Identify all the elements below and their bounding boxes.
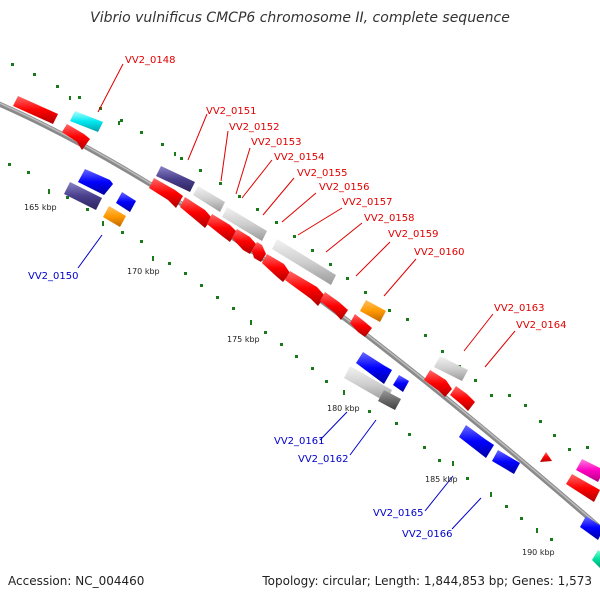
gene-label-VV2_0156[interactable]: VV2_0156 [319,182,370,193]
gene-VV2_0162-box[interactable] [378,390,401,410]
scale-label-185: 185 kbp [425,475,458,484]
gene-blue-box-1[interactable] [78,169,113,195]
forward-gene-labels: VV2_0148 VV2_0151 VV2_0152 VV2_0153 VV2_… [125,55,567,331]
chromosome-backbone [0,101,600,531]
gene-VV2_0156-box[interactable] [272,239,336,285]
forward-strand-features [13,96,600,502]
gene-VV2_0152-box[interactable] [193,186,225,212]
scale-labels: 165 kbp 170 kbp 175 kbp 180 kbp 185 kbp … [24,203,555,557]
gene-VV2_0163-box[interactable] [434,356,468,381]
gene-VV2_0164-arrow[interactable] [450,386,475,411]
gene-label-VV2_0160[interactable]: VV2_0160 [414,247,465,258]
gene-label-VV2_0157[interactable]: VV2_0157 [342,197,393,208]
gene-VV2_0157-arrow[interactable] [285,271,325,306]
inner-tick-track [8,163,553,541]
gene-blue-small-2[interactable] [393,375,409,392]
scale-label-170: 170 kbp [127,267,160,276]
scale-label-165: 165 kbp [24,203,57,212]
gene-blue-edge[interactable] [580,516,600,540]
gene-label-VV2_0150[interactable]: VV2_0150 [28,271,79,282]
gene-VV2_0153-box[interactable] [222,207,267,241]
gene-label-VV2_0165[interactable]: VV2_0165 [373,508,424,519]
accession-text: Accession: NC_004460 [8,574,145,588]
gene-VV2_0154-arrow[interactable] [232,229,256,254]
reverse-gene-labels: VV2_0150 VV2_0161 VV2_0162 VV2_0165 VV2_… [28,271,453,540]
map-title: Vibrio vulnificus CMCP6 chromosome II, c… [90,10,510,26]
forward-callout-lines [97,63,516,368]
gene-VV2_0165-arrow[interactable] [459,425,494,458]
gene-VV2_0161-blue[interactable] [356,352,392,384]
gene-VV2_0151-arrow[interactable] [149,178,183,208]
gene-label-VV2_0159[interactable]: VV2_0159 [388,229,439,240]
gene-VV2_0159-arrow[interactable] [350,314,372,337]
outer-tick-track [11,63,589,451]
gene-VV2_0158-arrow[interactable] [320,292,348,320]
gene-label-VV2_0153[interactable]: VV2_0153 [251,137,302,148]
gene-small-red-right[interactable] [540,452,552,462]
gene-label-VV2_0148[interactable]: VV2_0148 [125,55,176,66]
gene-VV2_0153-arrow[interactable] [207,214,236,242]
gene-blue-box-2[interactable] [116,192,136,212]
gene-VV2_0163-arrow[interactable] [424,370,452,397]
gene-VV2_0150-box[interactable] [103,206,126,227]
gene-red-edge[interactable] [566,474,600,502]
gene-VV2_0148-arrow[interactable] [13,96,58,124]
reverse-strand-features [64,169,600,568]
gene-teal-edge[interactable] [592,550,600,568]
gene-VV2_0160-box[interactable] [360,300,386,322]
gene-cyan-feature[interactable] [70,111,103,132]
gene-VV2_0151-box[interactable] [156,166,195,192]
gene-label-VV2_0151[interactable]: VV2_0151 [206,106,257,117]
gene-VV2_0152-arrow[interactable] [180,197,212,228]
gene-VV2_0155-arrow[interactable] [252,242,266,262]
gene-label-VV2_0158[interactable]: VV2_0158 [364,213,415,224]
gene-pink-edge[interactable] [576,459,600,482]
gene-VV2_0161-box[interactable] [344,366,392,402]
gene-label-VV2_0161[interactable]: VV2_0161 [274,436,325,447]
scale-label-175: 175 kbp [227,335,260,344]
gene-label-VV2_0166[interactable]: VV2_0166 [402,529,453,540]
topology-text: Topology: circular; Length: 1,844,853 bp… [262,574,592,588]
gene-label-VV2_0152[interactable]: VV2_0152 [229,122,280,133]
scale-label-190: 190 kbp [522,548,555,557]
gene-label-VV2_0163[interactable]: VV2_0163 [494,303,545,314]
scale-label-180: 180 kbp [327,404,360,413]
gene-label-VV2_0155[interactable]: VV2_0155 [297,168,348,179]
gene-red-small-1[interactable] [62,124,90,150]
gene-VV2_0166-box[interactable] [492,450,520,474]
gene-VV2_0156-arrow[interactable] [262,254,290,282]
reverse-callout-lines [77,234,482,530]
gene-navy-box-1[interactable] [64,182,102,210]
gene-label-VV2_0154[interactable]: VV2_0154 [274,152,325,163]
gene-label-VV2_0164[interactable]: VV2_0164 [516,320,567,331]
gene-label-VV2_0162[interactable]: VV2_0162 [298,454,349,465]
